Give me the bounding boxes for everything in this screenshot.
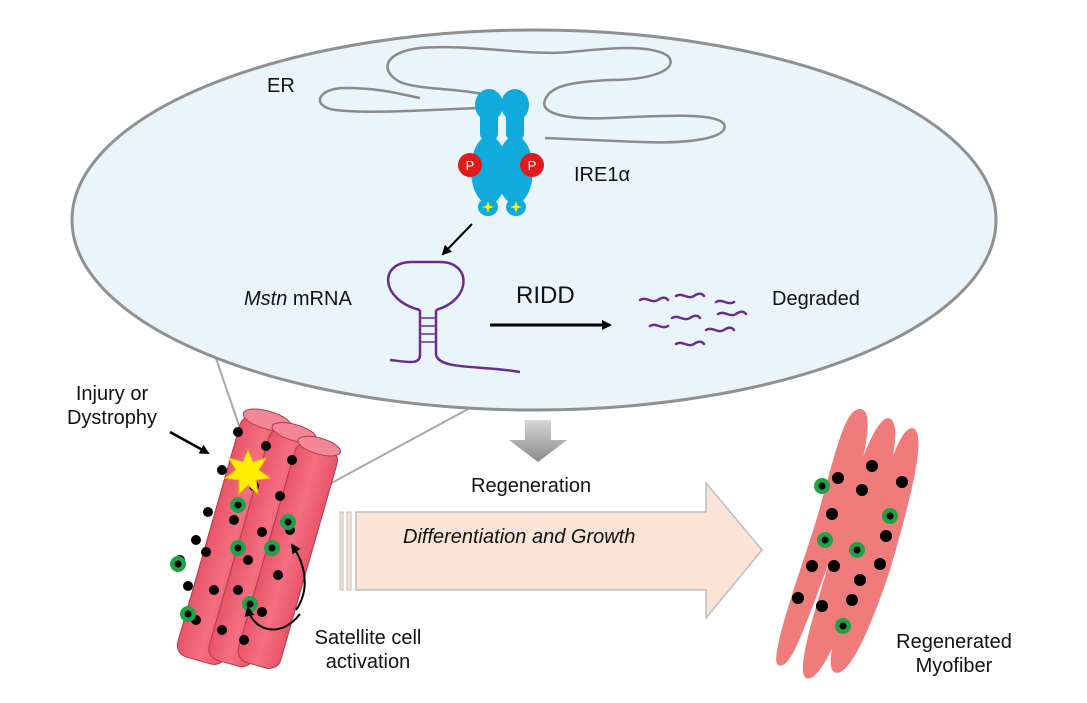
activation-loop	[244, 606, 301, 631]
injury-star-icon	[223, 448, 272, 496]
injury-label-line2: Dystrophy	[66, 407, 158, 429]
svg-text:P: P	[466, 158, 475, 173]
satellite-label: Satellite cell activation	[298, 626, 438, 674]
regenerated-label-line1: Regenerated	[896, 631, 1012, 653]
rnase-star-icon	[482, 201, 522, 213]
mstn-gene-name: Mstn	[244, 288, 288, 310]
satellite-label-line2: activation	[325, 651, 411, 673]
injury-label-line1: Injury or	[75, 383, 149, 405]
er-label: ER	[267, 75, 295, 97]
degraded-fragments	[638, 292, 748, 347]
ridd-label: RIDD	[516, 282, 575, 309]
activation-arrow	[290, 543, 306, 611]
ire1a-to-mrna-arrow	[441, 223, 473, 256]
injury-label: Injury or Dystrophy	[52, 382, 172, 430]
degraded-label: Degraded	[772, 288, 860, 310]
satellite-cells	[170, 497, 296, 622]
hairpin-base-pairs	[420, 317, 436, 343]
svg-text:P: P	[528, 158, 537, 173]
differentiation-label: Differentiation and Growth	[403, 526, 636, 548]
phospho-left: P	[458, 153, 482, 177]
ire1a-dimer	[471, 89, 533, 216]
mrna-text: mRNA	[287, 288, 352, 310]
ire1a-label: IRE1α	[574, 164, 631, 186]
regenerated-nuclei	[792, 460, 908, 612]
mstn-mrna-label: Mstn mRNA	[244, 287, 352, 311]
er-membrane	[318, 45, 726, 144]
injured-fiber-bundle	[170, 408, 341, 669]
differentiation-arrow	[339, 480, 763, 621]
injury-arrow	[169, 430, 210, 455]
satellite-label-line1: Satellite cell	[314, 627, 422, 649]
phospho-right: P	[520, 153, 544, 177]
regenerated-label-line2: Myofiber	[915, 655, 993, 677]
regenerated-satellite-cells	[814, 478, 898, 634]
cell-ellipse	[70, 28, 998, 412]
down-arrow	[509, 420, 567, 462]
regeneration-label: Regeneration	[471, 475, 592, 497]
regenerated-label: Regenerated Myofiber	[880, 630, 1028, 678]
